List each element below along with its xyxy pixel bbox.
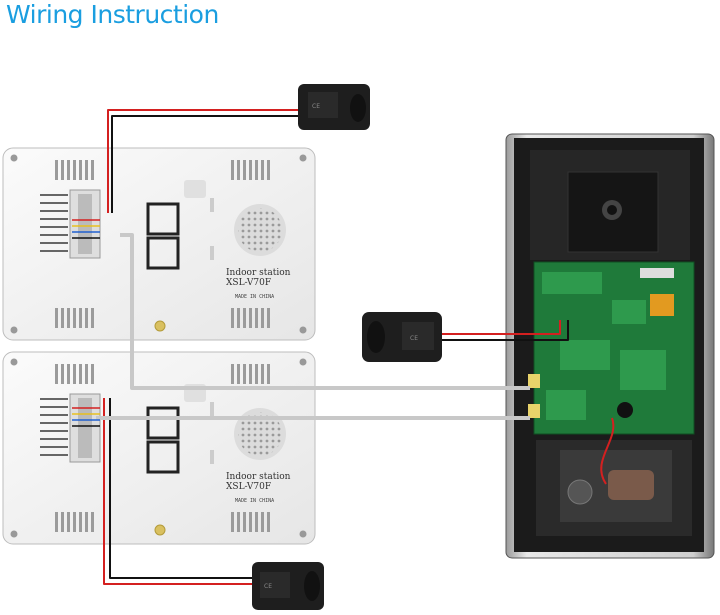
ce-mark-icon: CE <box>312 103 320 110</box>
monitor-label-line1: Indoor station <box>226 472 291 482</box>
indoor-monitor-2: Indoor station XSL-V70F MADE IN CHINA <box>2 351 316 545</box>
power-adapter-icon: CE <box>362 312 442 362</box>
vent-slots <box>55 160 270 328</box>
power-adapter-icon: CE <box>298 84 370 130</box>
ce-mark-icon: CE <box>264 583 272 590</box>
diagram-title: Wiring Instruction <box>6 0 219 29</box>
monitor-label-line1: Indoor station <box>226 268 291 278</box>
monitor-label-line2: XSL-V70F <box>226 278 271 288</box>
ce-mark-icon: CE <box>410 335 418 342</box>
indoor-monitor-1: Indoor station XSL-V70F MADE IN CHINA <box>2 147 316 341</box>
terminal-block <box>40 189 101 259</box>
wiring <box>72 109 615 585</box>
terminal-block <box>40 393 101 463</box>
outdoor-station <box>505 133 715 559</box>
made-in-label: MADE IN CHINA <box>235 498 274 504</box>
power-adapter-icon: CE <box>252 562 324 610</box>
made-in-label: MADE IN CHINA <box>235 294 274 300</box>
monitor-label-line2: XSL-V70F <box>226 482 271 492</box>
